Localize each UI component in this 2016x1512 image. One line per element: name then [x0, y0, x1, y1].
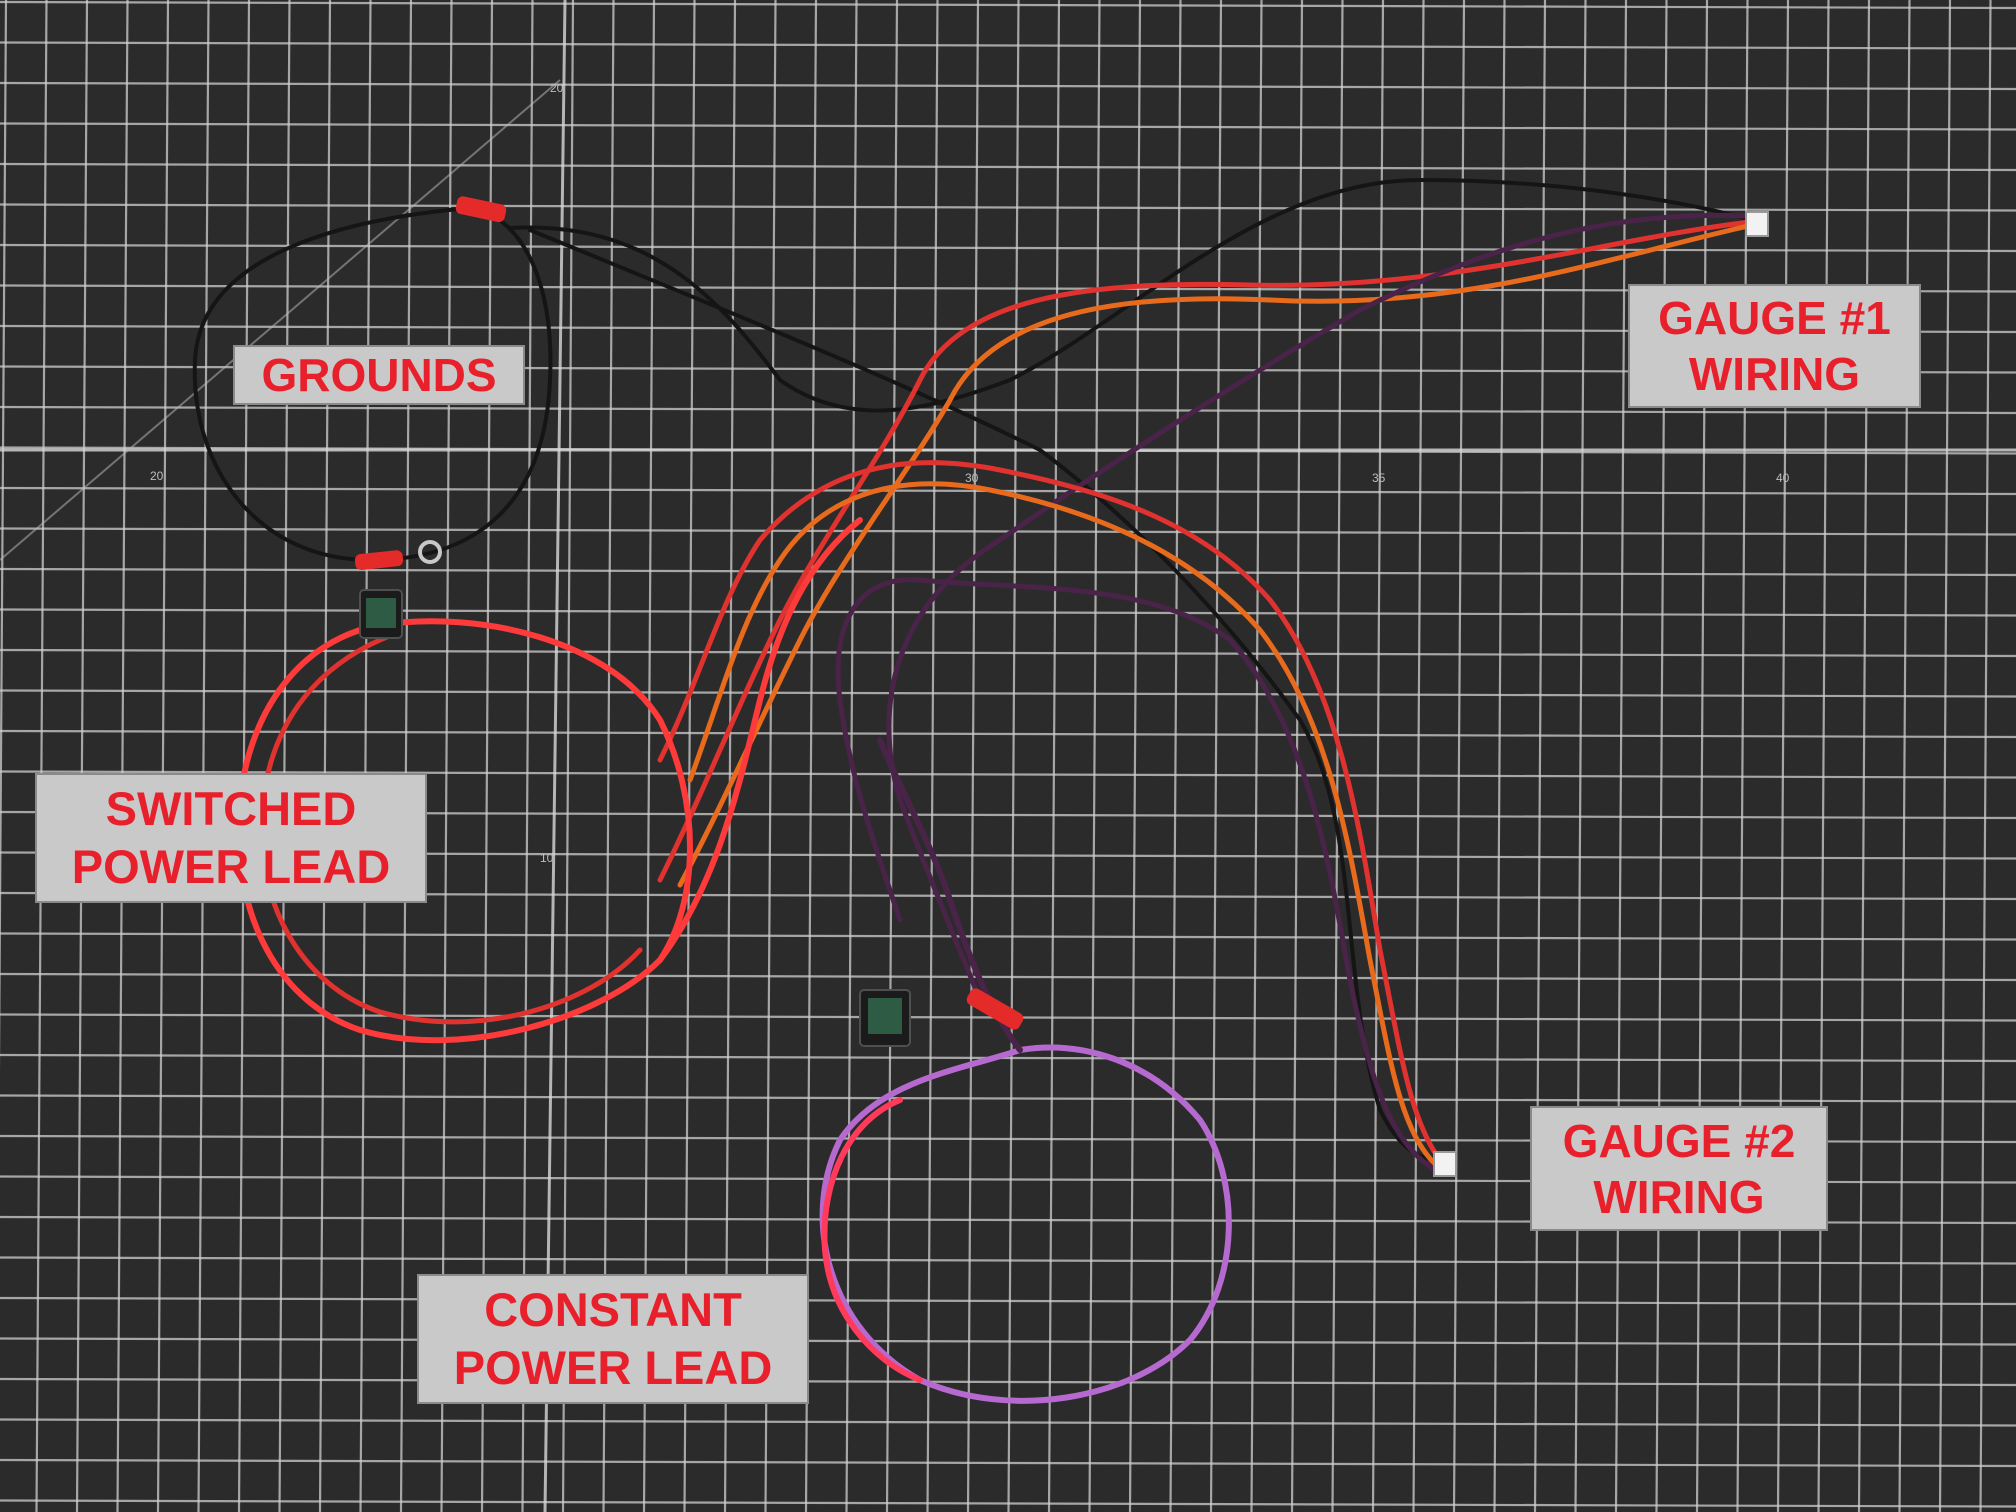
grid-line	[359, 0, 372, 1512]
grid-line	[0, 1296, 2016, 1306]
label-gauge-2-wiring: GAUGE #2 WIRING	[1530, 1106, 1828, 1231]
grid-line	[0, 770, 2016, 779]
label-constant-line-2: POWER LEAD	[453, 1341, 773, 1394]
grid-line	[1695, 0, 1709, 1512]
grid-line	[1776, 0, 1790, 1512]
ring-terminal-eye	[418, 540, 442, 564]
grid-line	[399, 0, 413, 1512]
grid-line	[1209, 0, 1223, 1512]
ground-wire-run-2	[528, 228, 1442, 1162]
ground-wire-loop	[192, 206, 553, 563]
grid-line	[0, 243, 2016, 253]
grid-line	[237, 0, 251, 1512]
grid-line	[0, 162, 2016, 172]
grid-line	[0, 1499, 2016, 1508]
grid-line	[1331, 0, 1344, 1512]
grid-line	[0, 1256, 2016, 1265]
gauge1-purple-wire	[886, 212, 1749, 1003]
grid-line	[0, 41, 2016, 50]
grid-line	[1533, 0, 1547, 1512]
grid-line	[1817, 0, 1830, 1512]
label-gauge-2-line-2: WIRING	[1593, 1170, 1765, 1223]
ruler-mark: 35	[1372, 471, 1386, 485]
grid-line	[1898, 0, 1911, 1512]
wires	[192, 177, 1762, 1404]
label-grounds-line-1: GROUNDS	[261, 349, 497, 401]
ruler-mark: 10	[540, 851, 554, 865]
constant-splice	[966, 988, 1024, 1030]
grid-line	[1736, 0, 1749, 1512]
gauge2-orange-wire	[687, 481, 1439, 1168]
grid-line	[1371, 0, 1385, 1512]
label-switched-line-1: SWITCHED	[105, 782, 357, 835]
grid-line	[0, 405, 2016, 415]
grid-line	[0, 648, 2016, 658]
grid-line	[440, 0, 453, 1512]
grid-line	[0, 729, 2016, 739]
ground-splice	[455, 196, 507, 223]
label-constant-power-lead: CONSTANT POWER LEAD	[417, 1274, 809, 1404]
grid-line	[0, 567, 2016, 577]
grid-line	[1655, 0, 1668, 1512]
label-switched-line-2: POWER LEAD	[71, 840, 391, 893]
grid-line	[0, 1377, 2016, 1387]
constant-power-red-seg	[821, 1097, 923, 1383]
grid-line	[1452, 0, 1466, 1512]
label-gauge-2-line-1: GAUGE #2	[1562, 1114, 1796, 1167]
ring-terminal	[354, 550, 404, 570]
grid-line	[75, 0, 89, 1512]
switched-fuse-body	[366, 598, 396, 628]
grid-line	[318, 0, 332, 1512]
grid-line	[1938, 0, 1952, 1512]
grid-line	[0, 122, 2016, 131]
ruler-mark: 30	[965, 471, 979, 485]
grid-line	[0, 203, 2016, 212]
ruler-mark: 20	[150, 469, 164, 483]
gauge2-purple-wire	[835, 577, 1435, 1171]
gauge1-connector	[1745, 211, 1769, 237]
grid-line	[278, 0, 291, 1512]
constant-power-loop	[819, 1044, 1232, 1404]
constant-fuse-body	[868, 998, 902, 1034]
switched-power-loop-2	[258, 629, 643, 1025]
connectors	[354, 196, 1769, 1177]
grid-line	[0, 972, 2016, 982]
label-gauge-1-line-1: GAUGE #1	[1658, 292, 1891, 344]
grid-line	[0, 1458, 2016, 1468]
grid-line	[116, 0, 129, 1512]
grid-line	[0, 1053, 2016, 1063]
ruler-mark: 40	[1776, 471, 1790, 485]
grid-line	[0, 1337, 2016, 1346]
label-gauge-1-wiring: GAUGE #1 WIRING	[1628, 284, 1921, 408]
grid-line	[0, 1094, 2016, 1103]
grid-line	[0, 1418, 2016, 1427]
ruler-mark: 20	[550, 81, 564, 95]
label-gauge-1-line-2: WIRING	[1688, 348, 1861, 400]
grid-line	[197, 0, 210, 1512]
label-grounds: GROUNDS	[233, 345, 525, 405]
grid-line	[1250, 0, 1263, 1512]
gauge2-connector	[1433, 1151, 1457, 1177]
grid-line	[0, 932, 2016, 941]
switched-power-lead	[657, 517, 863, 963]
grid-line	[1614, 0, 1628, 1512]
grid-line	[0, 486, 2016, 496]
grid-line	[0, 0, 8, 1074]
grid-line	[0, 689, 2016, 698]
grid-line	[0, 81, 2016, 91]
grid-line	[156, 0, 170, 1512]
grid-line	[35, 0, 48, 1512]
grid-line	[1857, 0, 1871, 1512]
gauge1-orange-wire	[677, 223, 1751, 888]
grid-line	[1412, 0, 1425, 1512]
grid-line	[0, 0, 2016, 10]
gauge1-red-wire	[657, 219, 1753, 883]
label-switched-power-lead: SWITCHED POWER LEAD	[35, 773, 427, 903]
gauge2-red-wire	[657, 460, 1443, 1163]
label-constant-line-1: CONSTANT	[484, 1283, 742, 1336]
grid-line	[0, 608, 2016, 617]
